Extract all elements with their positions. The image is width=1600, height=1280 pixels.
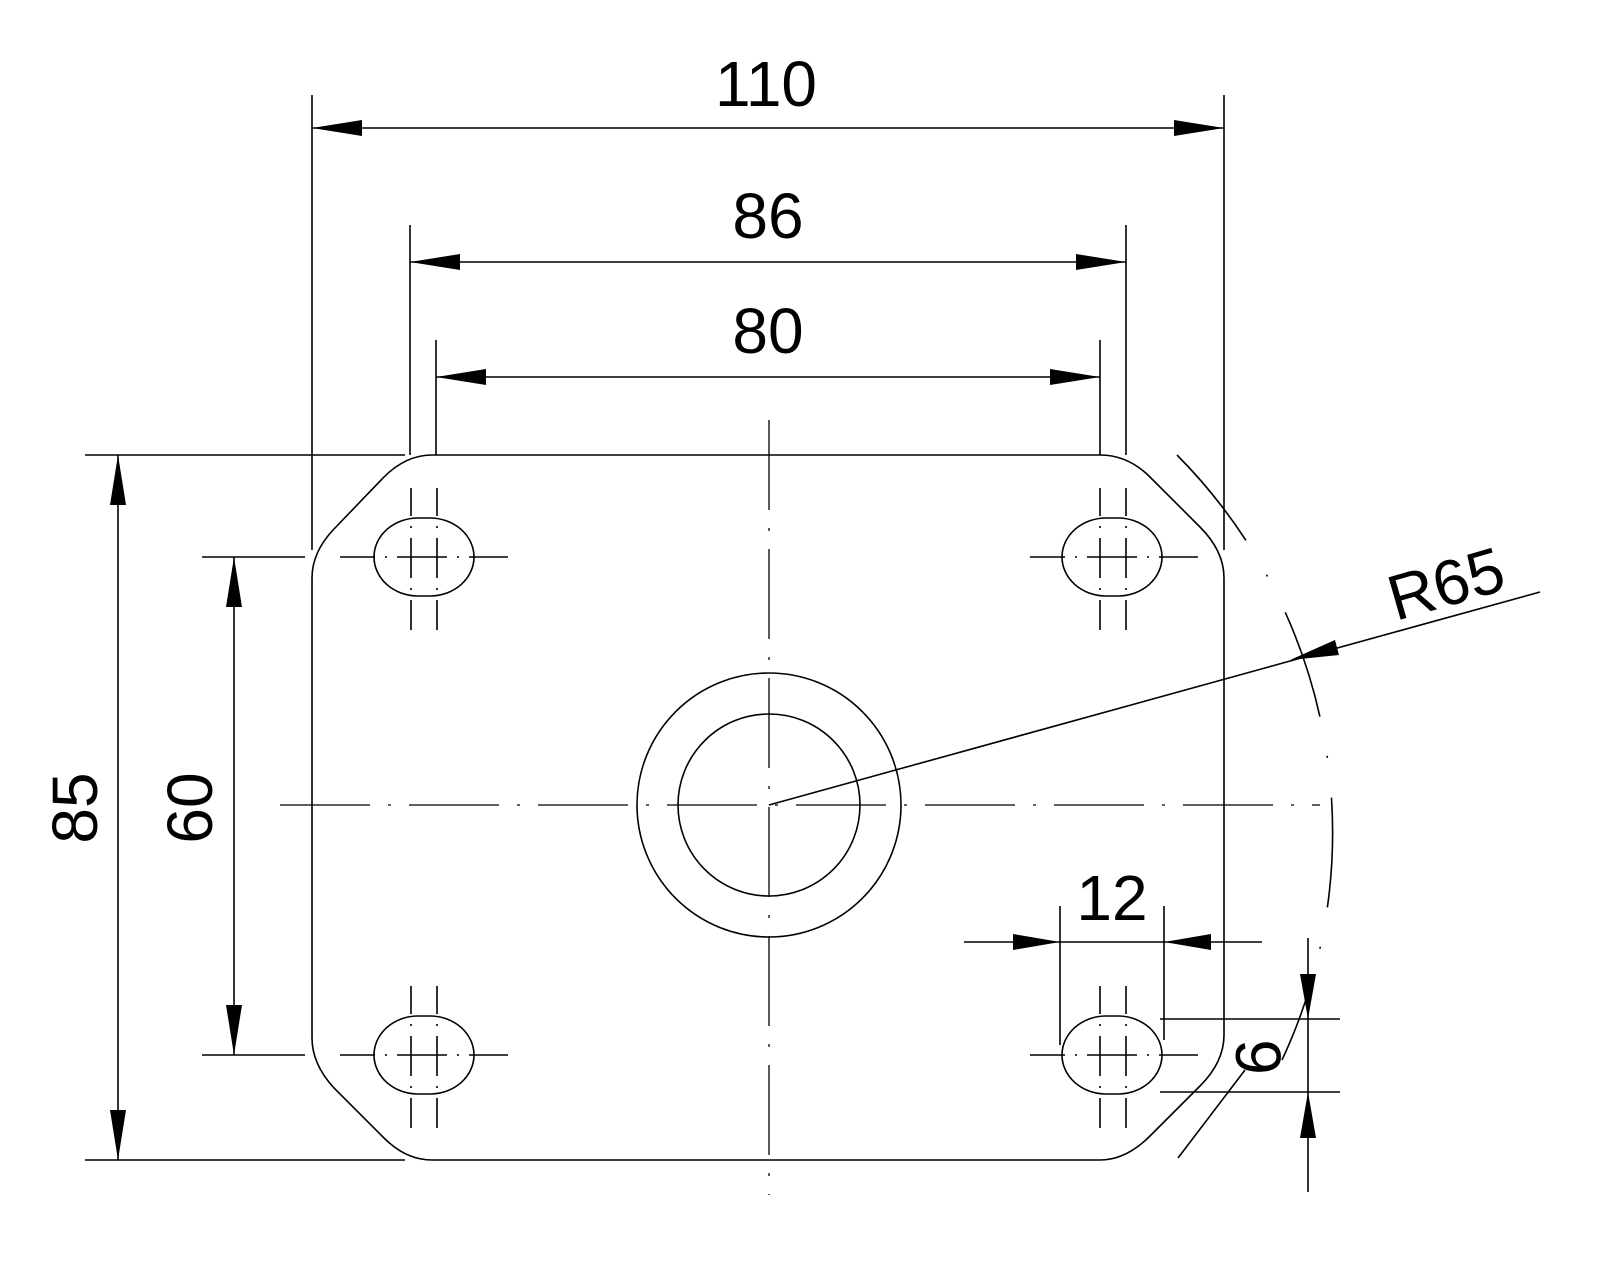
slot-bottom-left <box>340 986 508 1128</box>
r65-arc <box>1176 454 1334 1061</box>
dimension-110-label: 110 <box>715 48 817 120</box>
dimension-r65: R65 <box>768 533 1541 806</box>
plate-outline <box>311 454 1225 1161</box>
dimension-r65-label: R65 <box>1380 533 1513 635</box>
dimension-9-label: 9 <box>1222 1039 1294 1075</box>
dimension-12: 12 <box>964 862 1262 1045</box>
slot-top-right <box>1030 488 1198 630</box>
dimension-60: 60 <box>154 556 305 1056</box>
r65-arc-end <box>1177 1069 1246 1159</box>
dimension-80-label: 80 <box>732 295 803 367</box>
dimension-110: 110 <box>311 48 1225 550</box>
centerlines <box>280 420 1320 1195</box>
dimension-85: 85 <box>39 454 405 1161</box>
slot-top-left <box>340 488 508 630</box>
dimension-12-label: 12 <box>1076 862 1147 934</box>
dimension-85-label: 85 <box>39 772 111 843</box>
dimension-86: 86 <box>409 180 1127 455</box>
dimension-60-label: 60 <box>154 772 226 843</box>
dimension-80: 80 <box>435 295 1101 455</box>
dimension-9: 9 <box>1160 938 1340 1192</box>
slot-bottom-right <box>1030 986 1198 1128</box>
dimension-86-label: 86 <box>732 180 803 252</box>
